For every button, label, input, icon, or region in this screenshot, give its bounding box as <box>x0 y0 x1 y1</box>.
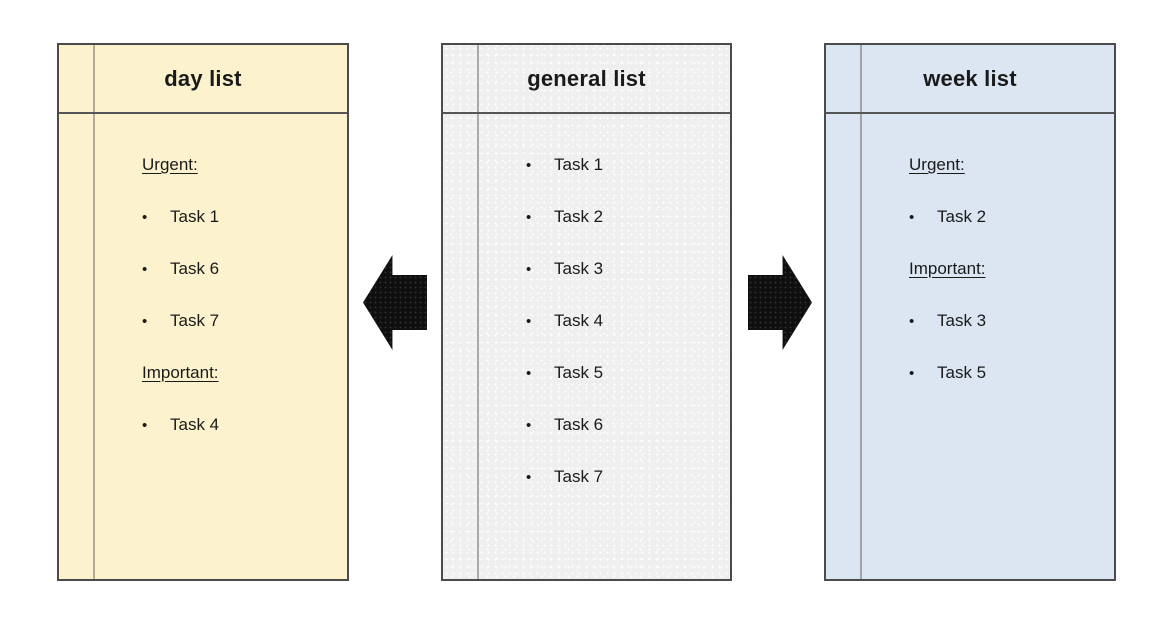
list-item: • Task 5 <box>443 347 730 399</box>
list-item-label: Task 5 <box>554 363 604 382</box>
list-item-label: Task 4 <box>554 311 604 330</box>
list-item: • Task 6 <box>59 243 347 295</box>
week-list-panel: week list Urgent: • Task 2 Important: • … <box>824 43 1116 581</box>
list-item: • Task 1 <box>443 139 730 191</box>
left-block-arrow-icon <box>363 255 427 350</box>
bullet-icon: • <box>526 260 532 278</box>
section-heading-label: Important: <box>909 259 986 278</box>
bullet-icon: • <box>526 312 532 330</box>
list-item: • Task 7 <box>59 295 347 347</box>
list-item: • Task 6 <box>443 399 730 451</box>
section-heading-label: Urgent: <box>909 155 965 174</box>
list-item-label: Task 7 <box>170 311 220 330</box>
bullet-icon: • <box>142 208 148 226</box>
general-list-title: general list <box>443 45 730 114</box>
bullet-icon: • <box>526 364 532 382</box>
bullet-icon: • <box>526 468 532 486</box>
list-item-label: Task 1 <box>554 155 604 174</box>
general-list-content: • Task 1 • Task 2 • Task 3 • Task 4 • Ta… <box>443 114 730 503</box>
list-item: • Task 4 <box>443 295 730 347</box>
day-list-title: day list <box>59 45 347 114</box>
bullet-icon: • <box>142 260 148 278</box>
section-heading: Urgent: <box>826 139 1114 191</box>
list-item-label: Task 4 <box>170 415 220 434</box>
list-item: • Task 2 <box>826 191 1114 243</box>
bullet-icon: • <box>142 416 148 434</box>
list-item-label: Task 7 <box>554 467 604 486</box>
list-item-label: Task 6 <box>170 259 220 278</box>
general-list-panel: general list • Task 1 • Task 2 • Task 3 … <box>441 43 732 581</box>
list-item-label: Task 2 <box>554 207 604 226</box>
bullet-icon: • <box>526 416 532 434</box>
list-item: • Task 5 <box>826 347 1114 399</box>
week-list-content: Urgent: • Task 2 Important: • Task 3 • T… <box>826 114 1114 399</box>
list-item-label: Task 5 <box>937 363 987 382</box>
section-heading-label: Important: <box>142 363 219 382</box>
bullet-icon: • <box>526 208 532 226</box>
bullet-icon: • <box>142 312 148 330</box>
section-heading: Urgent: <box>59 139 347 191</box>
bullet-icon: • <box>909 312 915 330</box>
section-heading: Important: <box>59 347 347 399</box>
right-block-arrow-icon <box>748 255 812 350</box>
list-item-label: Task 2 <box>937 207 987 226</box>
bullet-icon: • <box>909 364 915 382</box>
notebook-margin-line <box>860 45 862 579</box>
list-item-label: Task 6 <box>554 415 604 434</box>
day-list-content: Urgent: • Task 1 • Task 6 • Task 7 Impor… <box>59 114 347 451</box>
notebook-margin-line <box>477 45 479 579</box>
bullet-icon: • <box>909 208 915 226</box>
section-heading: Important: <box>826 243 1114 295</box>
list-item-label: Task 1 <box>170 207 220 226</box>
list-item: • Task 4 <box>59 399 347 451</box>
list-item: • Task 7 <box>443 451 730 503</box>
week-list-title: week list <box>826 45 1114 114</box>
list-item-label: Task 3 <box>554 259 604 278</box>
list-item: • Task 1 <box>59 191 347 243</box>
notebook-margin-line <box>93 45 95 579</box>
bullet-icon: • <box>526 156 532 174</box>
section-heading-label: Urgent: <box>142 155 198 174</box>
list-item-label: Task 3 <box>937 311 987 330</box>
list-item: • Task 3 <box>826 295 1114 347</box>
day-list-panel: day list Urgent: • Task 1 • Task 6 • Tas… <box>57 43 349 581</box>
list-item: • Task 2 <box>443 191 730 243</box>
list-item: • Task 3 <box>443 243 730 295</box>
